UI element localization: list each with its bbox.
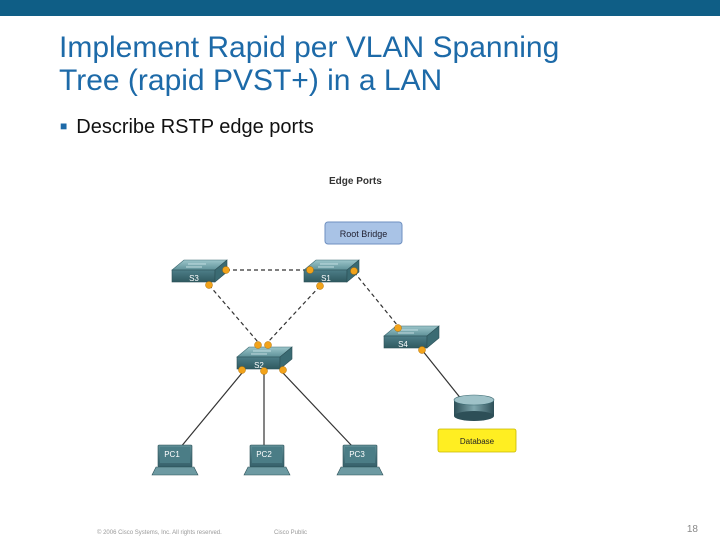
title-line-1: Implement Rapid per VLAN Spanning [59,31,560,64]
switch-label-s1: S1 [321,274,331,283]
bullet-square-icon: ■ [60,119,68,133]
port-dot [238,366,246,374]
port-dot [418,346,426,354]
port-dot [264,341,272,349]
switch-label-s4: S4 [398,340,408,349]
pc-label-pc3: PC3 [349,450,365,459]
port-dot [350,267,358,275]
bullet-item: ■ Describe RSTP edge ports [60,116,314,139]
pc2: PC2 [243,444,291,476]
pc-label-pc2: PC2 [256,450,272,459]
switch-s2: S2 [236,346,293,370]
port-dot [254,341,262,349]
title-line-2: Tree (rapid PVST+) in a LAN [59,64,443,97]
port-dot [316,282,324,290]
switch-s4: S4 [383,325,440,349]
port-dot [260,367,268,375]
database-label-box: Database [437,428,517,453]
root-bridge-label: Root Bridge [340,229,388,239]
slide-title: Implement Rapid per VLAN Spanning Tree (… [59,31,679,97]
port-dot [394,324,402,332]
port-dot [205,281,213,289]
database-label: Database [460,437,495,446]
port-dot [306,266,314,274]
link-s2-pc3 [282,372,353,447]
link-s1-s2 [267,285,321,343]
port-dot [222,266,230,274]
diagram-heading: Edge Ports [329,176,382,187]
link-s2-pc1 [179,372,243,449]
switch-s1: S1 [303,259,360,283]
top-bar [0,0,720,16]
page-number: 18 [686,524,698,535]
pc-label-pc1: PC1 [164,450,180,459]
link-s1-s4 [353,271,399,327]
port-markers [205,266,426,375]
bullet-text: Describe RSTP edge ports [76,116,314,138]
link-s3-s2 [208,284,259,343]
port-dot [279,366,287,374]
classification-footer: Cisco Public [274,530,308,536]
pc3: PC3 [336,444,384,476]
switch-s3: S3 [171,259,228,283]
link-s4-database [421,349,463,401]
switch-label-s3: S3 [189,274,199,283]
switch-label-s2: S2 [254,361,264,370]
root-bridge-label-box: Root Bridge [324,221,403,245]
pc1: PC1 [151,444,199,476]
database-icon [453,394,495,421]
copyright-footer: © 2006 Cisco Systems, Inc. All rights re… [97,530,222,536]
